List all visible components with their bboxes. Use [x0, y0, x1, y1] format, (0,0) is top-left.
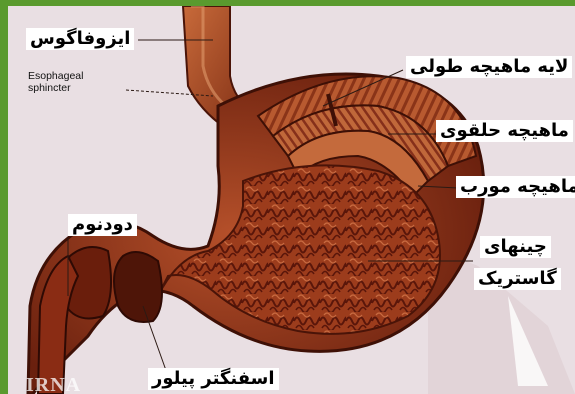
- label-duodenum: دودنوم: [68, 214, 137, 236]
- label-esophageal-sphincter-line1: Esophageal: [28, 70, 83, 82]
- irna-watermark: IRNA: [26, 374, 81, 394]
- label-pyloric-sphincter: اسفنگتر پیلور: [148, 368, 279, 390]
- pyloric-sphincter-ring: [114, 252, 162, 322]
- label-esophageal-sphincter-line2: sphincter: [28, 82, 83, 94]
- label-oblique-muscle: ماهیچه مورب: [456, 176, 575, 198]
- label-esophageal-sphincter: Esophageal sphincter: [28, 70, 83, 94]
- label-gastric-folds-line2: گاستریک: [474, 268, 561, 290]
- stomach-diagram: ایزوفاگوس Esophageal sphincter لایه ماهی…: [8, 6, 575, 394]
- label-circular-muscle: ماهیچه حلقوی: [436, 120, 573, 142]
- label-gastric-folds-line1: چینهای: [480, 236, 551, 258]
- label-esophagus: ایزوفاگوس: [26, 28, 134, 50]
- label-longitudinal-muscle: لایه ماهیچه طولی: [406, 56, 572, 78]
